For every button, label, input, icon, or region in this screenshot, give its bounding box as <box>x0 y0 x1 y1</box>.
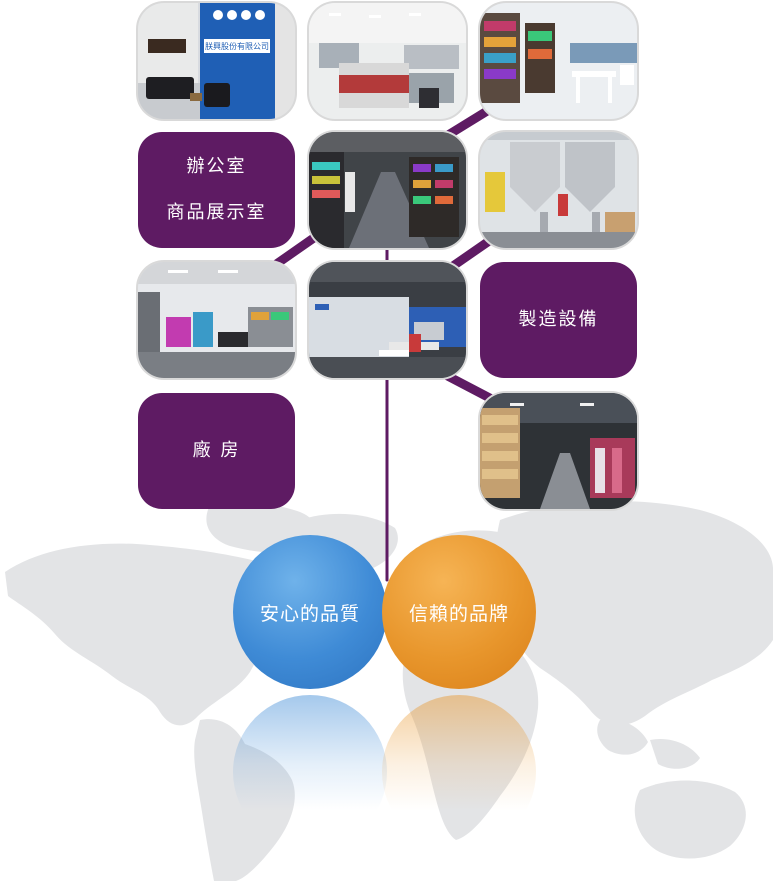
photo-showroom-shelves <box>480 3 637 119</box>
photo-office-workspace <box>309 3 466 119</box>
label-manufacturing: 製造設備 <box>480 262 637 378</box>
label-office-showroom: 辦公室 商品展示室 <box>138 132 295 248</box>
photo-office-reception: 朕興股份有限公司 <box>138 3 295 119</box>
label-office: 辦公室 <box>186 156 247 177</box>
brand-circle-reflection <box>382 695 536 849</box>
brand-circle: 信賴的品牌 <box>382 535 536 689</box>
photo-warehouse <box>480 393 637 509</box>
brand-text: 信賴的品牌 <box>408 602 509 625</box>
photo-injection-machine <box>309 262 466 378</box>
office-sign-text: 朕興股份有限公司 <box>205 41 269 51</box>
label-manufacturing-text: 製造設備 <box>518 309 599 330</box>
label-factory: 廠 房 <box>138 393 295 509</box>
quality-circle-reflection <box>233 695 387 849</box>
photo-showroom-aisle <box>309 132 466 248</box>
quality-circle: 安心的品質 <box>233 535 387 689</box>
label-factory-text: 廠 房 <box>192 440 241 461</box>
label-showroom: 商品展示室 <box>166 202 267 223</box>
photo-factory-showroom <box>138 262 295 378</box>
quality-text: 安心的品質 <box>259 602 360 625</box>
photo-silo-machinery <box>480 132 637 248</box>
